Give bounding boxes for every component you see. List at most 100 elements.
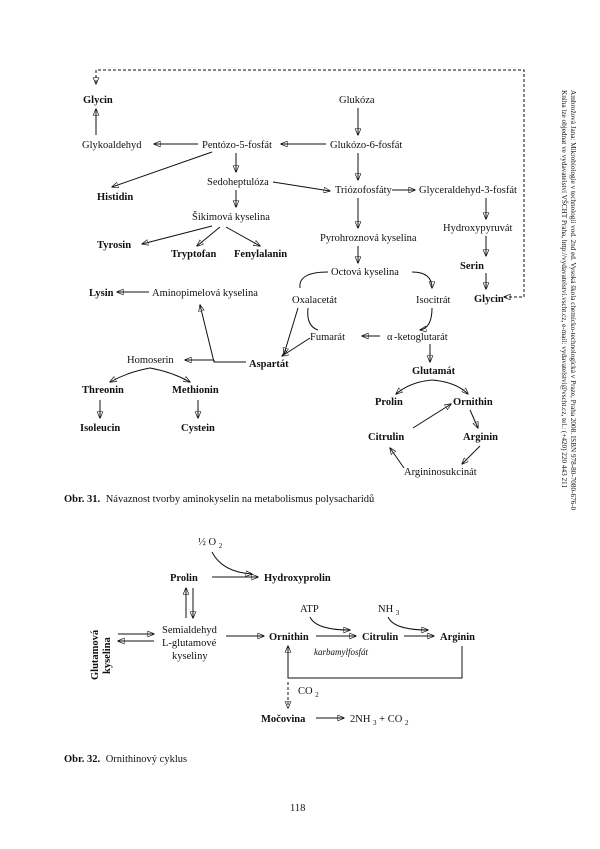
node32-co2: CO 2	[298, 686, 319, 699]
node-serin: Serin	[460, 261, 484, 272]
node-tryptofan: Tryptofan	[171, 249, 216, 260]
arc-homoserin-methionin	[149, 367, 190, 382]
node-triozofosfaty: Triózofosfáty	[335, 185, 393, 196]
node32-co2-sub: 2	[315, 691, 319, 699]
node32-products-1: 2NH	[350, 714, 371, 725]
node32-nh3-main: NH	[378, 604, 394, 615]
node32-hydroxyprolin: Hydroxyprolin	[264, 573, 331, 584]
node-ketoglutarat: -ketoglutarát	[394, 332, 448, 343]
node-glukoza: Glukóza	[339, 95, 375, 106]
arc-atp	[309, 616, 350, 630]
arrow-sikimova-fenylalanin	[225, 226, 260, 246]
node-isocitrat: Isocitrát	[416, 295, 450, 306]
arc-glutamat-prolin	[396, 379, 433, 394]
node32-karbamyl: karbamylfosfát	[314, 647, 368, 657]
node-glyceraldehyd: Glyceraldehyd-3-fosfát	[419, 185, 517, 196]
node-half-o2: ½ O 2	[198, 537, 223, 550]
node32-products-2: + CO	[379, 714, 403, 725]
node32-co2-main: CO	[298, 686, 313, 697]
node32-products-sub-2: 2	[405, 719, 409, 727]
caption-31-text: Návaznost tvorby aminokyselin na metabol…	[106, 494, 375, 505]
node-sikimova: Šikimová kyselina	[192, 211, 270, 223]
node32-semi-3: kyseliny	[172, 651, 208, 662]
node-fenylalanin: Fenylalanin	[234, 249, 287, 260]
node32-nh3-sub: 3	[396, 609, 400, 617]
node-alfa: α	[387, 332, 393, 343]
node-glykoaldehyd: Glykoaldehyd	[82, 140, 142, 151]
node-oxalacetat: Oxalacetát	[292, 295, 337, 306]
node-pyrohroznova: Pyrohroznová kyselina	[320, 233, 417, 244]
node32-glutamova-2: kyselina	[102, 636, 113, 674]
side-note: Ambrožová Jana: Mikrobiologie v technolo…	[560, 90, 577, 511]
node32-glutamova-1: Glutamová	[90, 629, 101, 680]
arrow-aspartat-aminopimelova	[200, 305, 215, 363]
node-cystein: Cystein	[181, 423, 215, 434]
node-argininosukcinat: Argininosukcinát	[404, 467, 477, 478]
arrow-p5f-histidin	[112, 151, 213, 187]
arrow-oxalacetat-aspartat	[284, 307, 299, 354]
page-number: 118	[290, 803, 305, 814]
arrow-sedoheptuloza-trioza	[272, 181, 330, 191]
caption-32-label: Obr. 32.	[64, 754, 100, 765]
node-threonin: Threonin	[82, 385, 124, 396]
node32-arginin: Arginin	[440, 632, 475, 643]
figure-32: ½ O 2 Prolin Hydroxyprolin Glutamová kys…	[64, 537, 475, 765]
arc-isocitrat-keto	[420, 307, 433, 330]
node-glutamat: Glutamát	[412, 366, 456, 377]
node-glukozo6: Glukózo-6-fosfát	[330, 140, 402, 151]
node-glycin-top: Glycin	[83, 95, 113, 106]
node32-mocovina: Močovina	[261, 714, 306, 725]
node-hydroxypyruvat: Hydroxypyruvát	[443, 223, 512, 234]
arrow-ornithin-arginin	[469, 409, 478, 428]
node32-atp: ATP	[300, 604, 319, 615]
node-prolin: Prolin	[375, 397, 403, 408]
node32-ornithin: Ornithin	[269, 632, 309, 643]
arc-octova-right	[411, 271, 432, 288]
node-histidin: Histidin	[97, 192, 133, 203]
node-sedoheptuloza: Sedoheptulóza	[207, 177, 269, 188]
node-lysin: Lysin	[89, 288, 114, 299]
node-aminopimelova: Aminopimelová kyselina	[152, 288, 258, 299]
arc-octova-left	[299, 271, 329, 289]
node-octova: Octová kyselina	[331, 267, 399, 278]
line-aspartat-homoserin	[213, 360, 246, 363]
node-methionin: Methionin	[172, 385, 219, 396]
node32-semi-1: Semialdehyd	[162, 625, 218, 636]
svg-text:Obr. 31. Návaznost tvorb: Obr. 31. Návaznost tvorby aminokyselin n…	[64, 494, 375, 505]
arrow-arginin-argininosukcinat	[462, 445, 481, 464]
arc-half-o2	[211, 551, 252, 574]
node32-nh3: NH 3	[378, 604, 400, 617]
arc-nh3	[387, 616, 428, 630]
node32-citrulin: Citrulin	[362, 632, 398, 643]
node-pentozo: Pentózo-5-fosfát	[202, 140, 272, 151]
node32-semi-2: L-glutamové	[162, 638, 217, 649]
caption-32-text: Ornithinový cyklus	[106, 754, 187, 765]
arc-glutamat-ornithin	[431, 379, 468, 394]
dashed-loop-glycin	[96, 69, 525, 297]
node-ornithin: Ornithin	[453, 397, 493, 408]
node32-products-sub-1: 3	[373, 719, 377, 727]
loop-arginin-ornithin	[288, 646, 463, 679]
node32-glutamova: Glutamová kyselina	[90, 629, 113, 680]
side-note-line-1: Ambrožová Jana: Mikrobiologie v technolo…	[569, 90, 577, 511]
svg-text:Obr. 32. Ornithinový cyk: Obr. 32. Ornithinový cyklus	[64, 754, 187, 765]
side-note-line-2: Kniha lze objednat ve vydavatelství VŠCH…	[560, 90, 569, 488]
node-isoleucin: Isoleucin	[80, 423, 120, 434]
node-half-o2-sub: 2	[219, 542, 223, 550]
node-tyrosin: Tyrosin	[97, 240, 131, 251]
arrow-citrulin-ornithin	[412, 404, 451, 429]
node-aspartat: Aspartát	[249, 359, 289, 370]
caption-31-label: Obr. 31.	[64, 494, 100, 505]
arc-oxalacetat-fumarat	[307, 307, 319, 331]
figure-31: Glycin Glukóza Glykoaldehyd Pentózo-5-fo…	[64, 69, 525, 505]
node32-prolin: Prolin	[170, 573, 198, 584]
node-arginin: Arginin	[463, 432, 498, 443]
arc-homoserin-threonin	[110, 367, 151, 382]
arrow-argininosukcinat-citrulin	[390, 448, 405, 469]
node-glycin-right: Glycin	[474, 294, 504, 305]
node-half-o2-main: ½ O	[198, 537, 217, 548]
node-fumarat: Fumarát	[310, 332, 345, 343]
node-homoserin: Homoserin	[127, 355, 174, 366]
node32-products: 2NH 3 + CO 2	[350, 714, 409, 728]
